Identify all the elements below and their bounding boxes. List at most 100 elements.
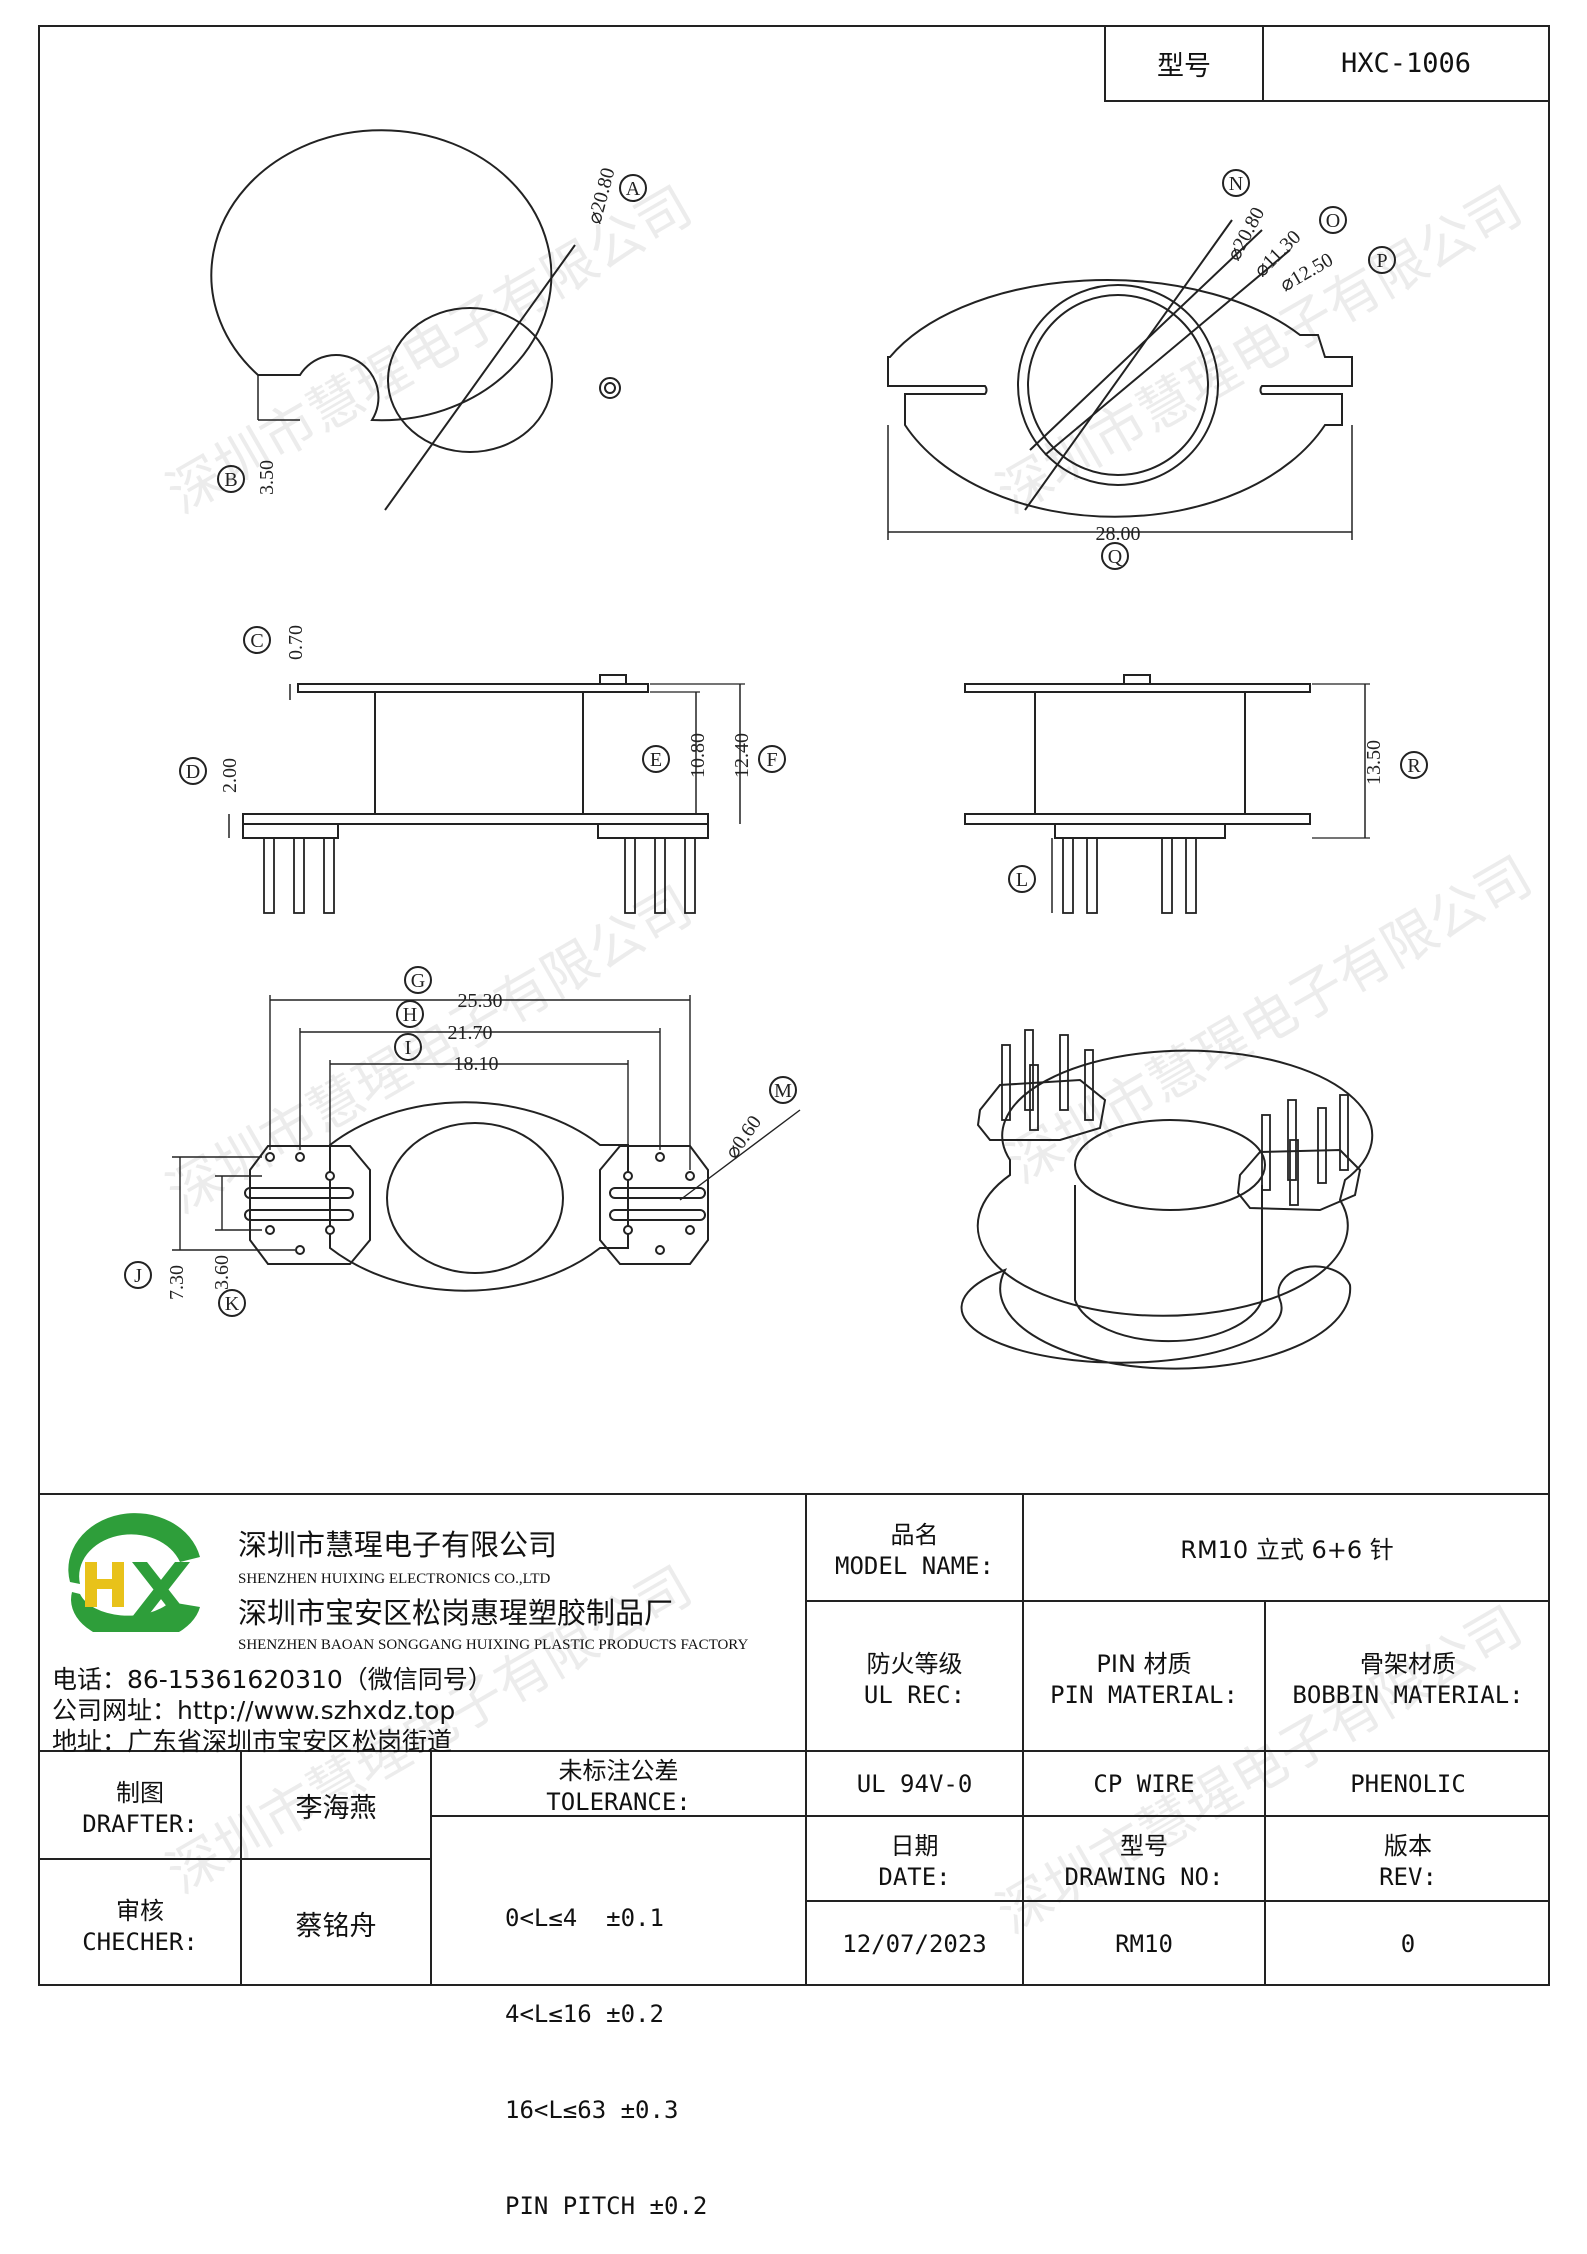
label-cn: 品名: [890, 1521, 939, 1549]
side-view-left: [228, 674, 745, 914]
callout-C: C 0.70: [243, 625, 307, 660]
label-cn: 日期: [890, 1832, 939, 1860]
drawing-frame: [38, 25, 1550, 1986]
drafter-name: 李海燕: [295, 1792, 377, 1824]
grid-line: [38, 1750, 1550, 1752]
callout-letter: G: [411, 970, 425, 992]
callout-letter: I: [405, 1037, 412, 1059]
tolerance-item: 4<L≤16 ±0.2: [505, 2000, 664, 2028]
label-cn: 防火等级: [866, 1649, 963, 1678]
tolerance-item: 16<L≤63 ±0.3: [505, 2096, 679, 2124]
company-name-cn: 深圳市慧瑆电子有限公司: [238, 1528, 558, 1562]
callout-K: 3.60 K: [211, 1255, 246, 1317]
ul-rec-value: UL 94V-0: [856, 1769, 973, 1798]
grid-line: [1022, 1493, 1024, 1986]
factory-name-cn: 深圳市宝安区松岗惠瑆塑胶制品厂: [238, 1596, 674, 1630]
dimension-label: ⌀0.60: [721, 1112, 766, 1163]
dimension-label: 12.40: [731, 733, 753, 778]
callout-Q: 28.00 Q: [1096, 523, 1141, 570]
grid-line: [807, 1900, 1550, 1902]
callout-letter: C: [250, 630, 263, 652]
callout-letter: K: [225, 1293, 240, 1315]
drawing-no-value: RM10: [1115, 1930, 1173, 1958]
grid-line: [805, 1493, 807, 1986]
bobbin-material-value: PHENOLIC: [1350, 1769, 1466, 1798]
dimension-label: 7.30: [166, 1265, 188, 1300]
date-value: 12/07/2023: [842, 1930, 987, 1958]
label-cn: 版本: [1383, 1832, 1432, 1860]
callout-F: 12.40 F: [731, 733, 786, 778]
date-label: 日期 DATE:: [807, 1817, 1022, 1900]
callout-N: N ⌀20.80: [1222, 169, 1269, 264]
callout-letter: A: [626, 178, 641, 200]
dimension-line: [384, 244, 576, 511]
grid-line: [1264, 1600, 1266, 1986]
label-en: REV:: [1379, 1863, 1437, 1891]
dimension-label: 21.70: [448, 1022, 493, 1044]
label-en: DRAFTER:: [82, 1809, 198, 1838]
grid-line: [807, 1815, 1550, 1817]
tolerance-label: 未标注公差 TOLERANCE:: [432, 1752, 805, 1816]
label-en: BOBBIN MATERIAL:: [1292, 1680, 1524, 1709]
company-website: 公司网址：http://www.szhxdz.top: [52, 1696, 456, 1725]
callout-L: L: [1008, 865, 1036, 893]
company-phone: 电话：86-15361620310（微信同号）: [52, 1665, 493, 1694]
label-cn: 骨架材质: [1360, 1649, 1456, 1678]
grid-line: [430, 1815, 807, 1817]
drawing-no-label: 型号 DRAWING NO:: [1024, 1817, 1264, 1900]
label-cn: 制图: [116, 1778, 164, 1807]
dimension-label: 2.00: [219, 758, 241, 793]
factory-name-en: SHENZHEN BAOAN SONGGANG HUIXING PLASTIC …: [238, 1637, 749, 1653]
callout-J: J 7.30: [124, 1261, 188, 1300]
callout-letter: P: [1376, 250, 1387, 272]
label-en: UL REC:: [863, 1680, 966, 1709]
callout-D: D 2.00: [179, 757, 241, 793]
side-view-right: [964, 674, 1370, 914]
dimension-label: 0.70: [285, 625, 307, 660]
grid-line: [807, 1600, 1550, 1602]
grid-line: [240, 1750, 242, 1986]
label-en: CHECHER:: [82, 1927, 198, 1956]
isometric-view: [960, 1029, 1374, 1370]
callout-letter: O: [1326, 210, 1340, 232]
callout-letter: M: [774, 1080, 792, 1102]
pin-view: [172, 995, 801, 1292]
grid-line: [430, 1750, 432, 1986]
label-en: DRAWING NO:: [1064, 1863, 1224, 1891]
callout-letter: R: [1407, 755, 1421, 777]
grid-line: [38, 1858, 430, 1860]
label-cn: PIN 材质: [1096, 1649, 1192, 1678]
callout-letter: H: [403, 1004, 417, 1026]
label-en: PIN MATERIAL:: [1050, 1680, 1238, 1709]
rev-value: 0: [1400, 1930, 1416, 1958]
header-model-value: HXC-1006: [1262, 25, 1550, 102]
title-block-top-border: [38, 1493, 1550, 1495]
callout-letter: F: [766, 749, 777, 771]
label-en: TOLERANCE:: [546, 1788, 691, 1816]
dimension-label: 10.80: [687, 733, 709, 778]
callout-letter: L: [1016, 869, 1028, 891]
callout-letter: E: [650, 749, 662, 771]
label-cn: 未标注公差: [558, 1757, 679, 1785]
label-cn: 型号: [1119, 1832, 1168, 1860]
label-en: DATE:: [878, 1863, 951, 1891]
rev-label: 版本 REV:: [1266, 1817, 1550, 1900]
label-en: MODEL NAME:: [835, 1552, 994, 1580]
callout-M: M ⌀0.60: [721, 1076, 797, 1163]
callout-letter: J: [134, 1265, 142, 1287]
dimension-label: 3.60: [211, 1255, 233, 1290]
callout-B: B 3.50: [217, 460, 278, 495]
dimension-label: 13.50: [1363, 740, 1385, 785]
company-address: 地址：广东省深圳市宝安区松岗街道: [52, 1727, 453, 1756]
callout-E: E 10.80: [642, 733, 709, 778]
model-name-label: 品名 MODEL NAME:: [807, 1495, 1022, 1600]
callout-letter: D: [186, 761, 200, 783]
checker-name: 蔡铭舟: [295, 1910, 377, 1942]
callout-H: H 21.70: [396, 1000, 493, 1044]
callout-A: A ⌀20.80: [584, 165, 647, 226]
tolerance-list: 0<L≤4 ±0.1 4<L≤16 ±0.2 16<L≤63 ±0.3 PIN …: [505, 1838, 707, 2254]
